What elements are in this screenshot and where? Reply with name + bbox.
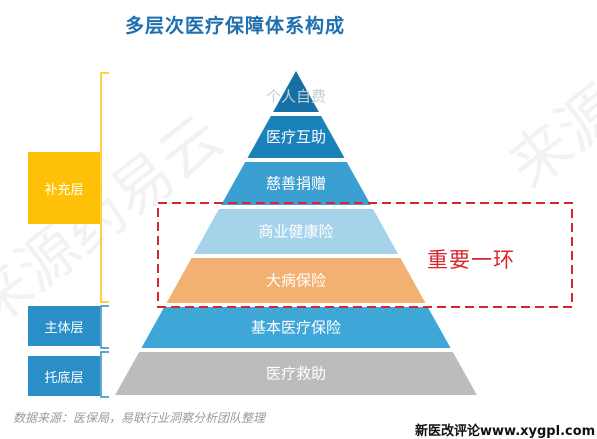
tier-self-pay-label: 个人自费 <box>266 87 326 105</box>
bracket-supplementary <box>100 72 109 303</box>
tier-critical-illness-insurance <box>166 258 426 303</box>
page-title: 多层次医疗保障体系构成 <box>124 15 345 37</box>
tier-medical-assistance-label: 医疗救助 <box>266 365 326 383</box>
tier-mutual-aid-label: 医疗互助 <box>266 128 326 146</box>
side-label-base: 托底层 <box>28 356 100 396</box>
bracket-base <box>100 351 109 398</box>
tier-mutual-aid <box>247 116 345 158</box>
tier-basic-medical-insurance <box>141 307 451 348</box>
bracket-main <box>100 305 109 349</box>
tier-charity <box>221 162 371 205</box>
tier-critical-illness-insurance-label: 大病保险 <box>266 272 326 290</box>
side-label-main: 主体层 <box>28 306 100 346</box>
tier-commercial-insurance-label: 商业健康险 <box>258 223 333 241</box>
tier-basic-medical-insurance-label: 基本医疗保险 <box>251 319 341 337</box>
source-note: 数据来源：医保局，易联行业洞察分析团队整理 <box>13 411 266 425</box>
site-watermark: 新医改评论www.xygpl.com <box>415 424 596 439</box>
highlight-callout: 重要一环 <box>427 248 515 272</box>
highlight-box <box>157 202 573 308</box>
tier-charity-label: 慈善捐赠 <box>266 175 326 193</box>
tier-self-pay <box>273 71 319 112</box>
tier-commercial-insurance <box>193 209 399 254</box>
tier-medical-assistance <box>115 352 477 395</box>
side-label-supplementary: 补充层 <box>28 152 100 224</box>
